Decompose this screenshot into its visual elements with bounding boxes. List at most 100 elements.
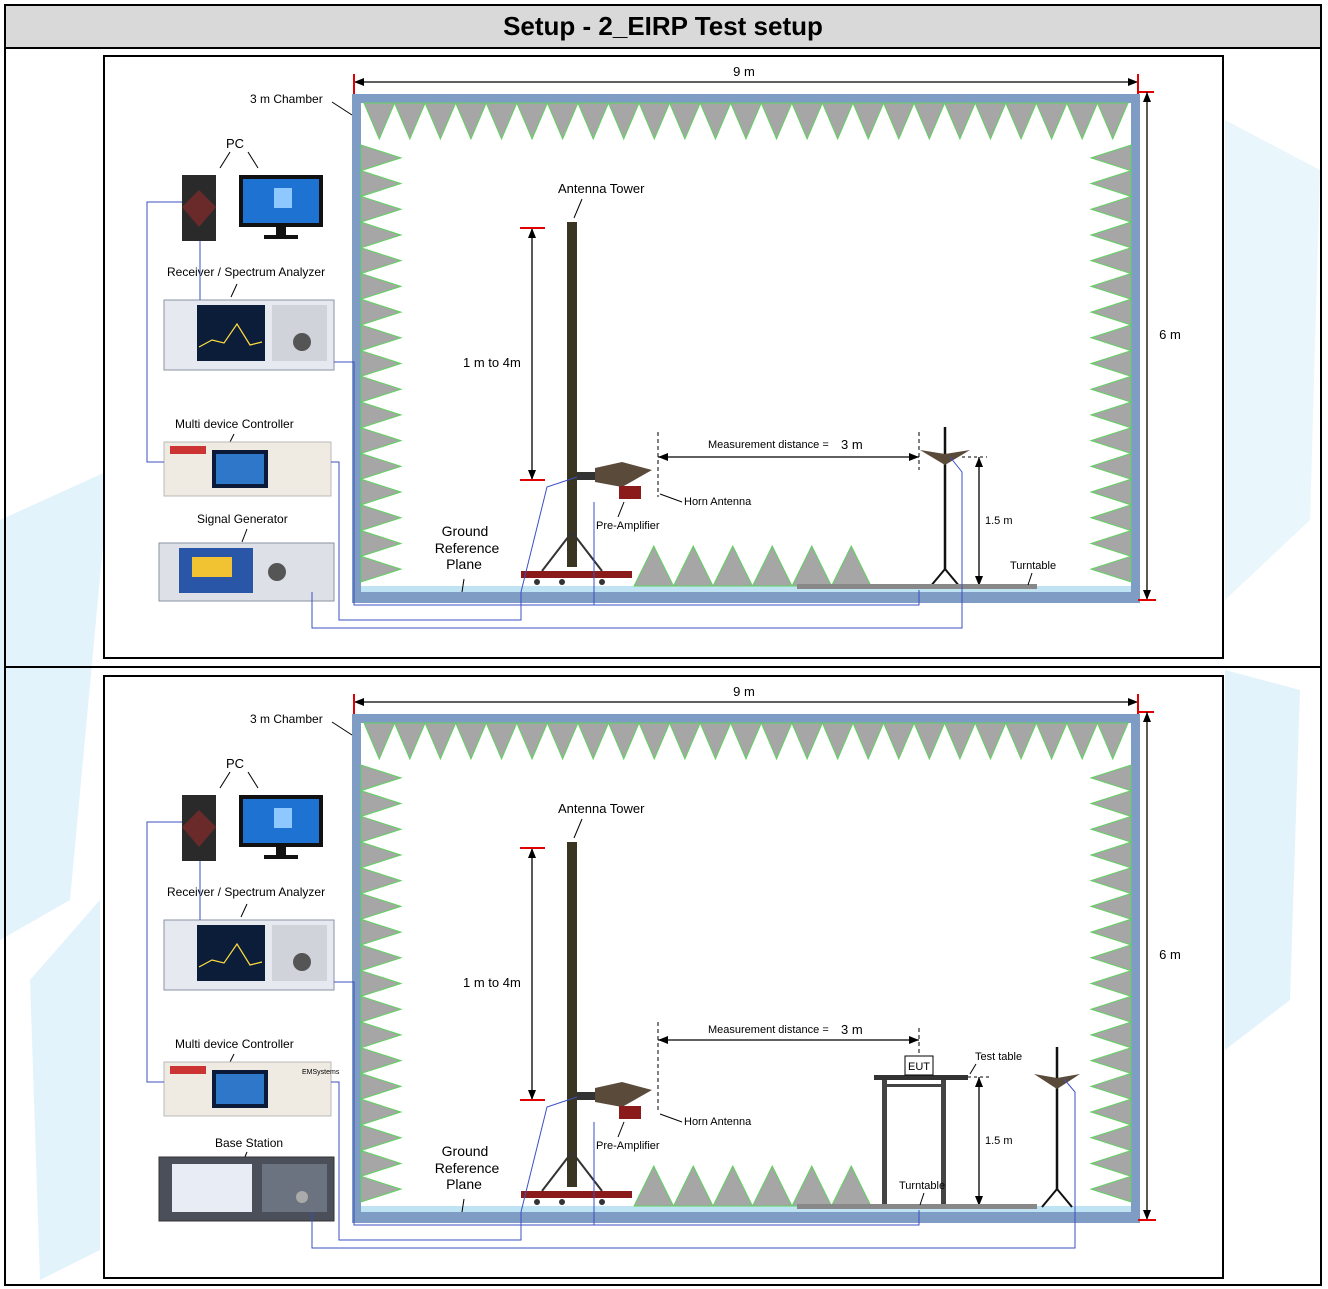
- absorber-cone: [454, 102, 487, 141]
- absorber-cone: [360, 427, 403, 455]
- absorber-cone: [1089, 221, 1132, 249]
- absorber-cone: [791, 102, 824, 141]
- absorber-cone: [360, 170, 403, 198]
- chamber-floor: [352, 592, 1140, 603]
- absorber-cone: [1089, 427, 1132, 455]
- chamber-label: 3 m Chamber: [250, 92, 323, 106]
- absorber-cone: [1089, 170, 1132, 198]
- absorber-cone: [852, 722, 885, 761]
- absorber-cone: [1089, 1021, 1132, 1049]
- absorber-cone: [638, 722, 671, 761]
- absorber-cone: [1035, 722, 1068, 761]
- absorber-cone: [699, 722, 732, 761]
- absorber-cone: [577, 102, 610, 141]
- floor-absorber-cone: [633, 1164, 675, 1207]
- ground-reference-plane: [361, 586, 1131, 592]
- absorber-cone: [791, 722, 824, 761]
- outer-frame: [4, 4, 1322, 1286]
- absorber-cone: [974, 722, 1007, 761]
- floor-absorber-cone: [830, 1164, 872, 1207]
- absorber-cone: [360, 478, 403, 506]
- absorber-cone: [360, 944, 403, 972]
- source-label: Base Station: [215, 1136, 283, 1150]
- absorber-cone: [546, 102, 579, 141]
- absorber-cone: [1089, 195, 1132, 223]
- width-dimension-label: 9 m: [733, 64, 755, 79]
- absorber-cone: [424, 102, 457, 141]
- spectrum-analyzer-icon: [163, 919, 335, 991]
- setup-diagram-signal-generator: 9 m 6 m 3 m Chamber PC Receiver / Spectr…: [103, 55, 1224, 659]
- absorber-cone: [360, 841, 403, 869]
- absorber-cone: [360, 764, 403, 792]
- pc-label: PC: [226, 136, 244, 151]
- ground-label-line2: Reference: [435, 540, 500, 556]
- absorber-cone: [1089, 1072, 1132, 1100]
- absorber-cone: [1089, 144, 1132, 172]
- absorber-cone: [1089, 298, 1132, 326]
- ground-label-line1: Ground: [442, 523, 489, 539]
- absorber-cone: [1089, 401, 1132, 429]
- absorber-cone: [913, 722, 946, 761]
- absorber-cone: [360, 298, 403, 326]
- absorber-cone: [821, 722, 854, 761]
- chamber-right-wall: [1131, 94, 1140, 603]
- absorber-cone: [360, 401, 403, 429]
- floor-absorber-cone: [633, 544, 675, 587]
- antenna-tower: [521, 842, 632, 1205]
- absorber-cone: [360, 1124, 403, 1152]
- absorber-cone: [360, 144, 403, 172]
- controller-label: Multi device Controller: [175, 1037, 294, 1051]
- absorber-cone: [424, 722, 457, 761]
- cables: [146, 821, 1076, 1249]
- absorber-cone: [1089, 247, 1132, 275]
- pre-amplifier: [619, 486, 641, 499]
- eut-box: [904, 1055, 934, 1076]
- absorber-cone: [913, 102, 946, 141]
- height-dimension-label: 6 m: [1159, 327, 1181, 342]
- absorber-cone: [852, 102, 885, 141]
- floor-absorber-cone: [791, 544, 833, 587]
- turntable-label: Turntable: [1010, 560, 1056, 572]
- absorber-cone: [360, 969, 403, 998]
- floor-absorber-cone: [712, 544, 754, 587]
- base-station-icon: [158, 1156, 335, 1222]
- receiver-label: Receiver / Spectrum Analyzer: [167, 265, 325, 279]
- absorber-cone: [360, 1175, 403, 1203]
- absorber-cone: [760, 102, 793, 141]
- chamber-label: 3 m Chamber: [250, 712, 323, 726]
- measurement-distance-value: 3 m: [841, 437, 863, 452]
- absorber-cone: [485, 102, 518, 141]
- absorber-cone: [1089, 1047, 1132, 1075]
- receive-antenna-stand: [1034, 1047, 1080, 1208]
- absorber-cone: [360, 1149, 403, 1177]
- absorber-cone: [668, 722, 701, 761]
- absorber-cone: [1089, 892, 1132, 920]
- absorber-cone: [360, 504, 403, 532]
- antenna-tower-label: Antenna Tower: [558, 181, 645, 196]
- absorber-cone: [360, 995, 403, 1023]
- absorber-cone: [729, 102, 763, 141]
- horn-antenna: [577, 462, 652, 487]
- turntable: [797, 1204, 1037, 1209]
- absorber-cone: [360, 247, 403, 275]
- absorber-cone: [454, 722, 487, 761]
- test-table: [874, 1075, 968, 1208]
- monitor-icon: [239, 795, 323, 859]
- absorber-cone: [1066, 102, 1099, 141]
- absorber-cone: [360, 221, 403, 249]
- absorber-cone: [1089, 1175, 1132, 1203]
- absorber-cone: [1089, 529, 1132, 557]
- pre-amplifier: [619, 1106, 641, 1119]
- absorber-cone: [668, 102, 701, 141]
- pc-tower-icon: [182, 175, 216, 241]
- absorber-cone: [363, 102, 396, 141]
- floor-absorber-cone: [712, 1164, 754, 1207]
- height-1-5m-label: 1.5 m: [985, 1135, 1013, 1147]
- absorber-cone: [546, 722, 579, 761]
- absorber-cone: [360, 529, 403, 557]
- absorber-cone: [360, 375, 403, 403]
- absorber-cone: [1005, 722, 1038, 761]
- pre-amplifier-label: Pre-Amplifier: [596, 520, 660, 532]
- controller-label: Multi device Controller: [175, 417, 294, 431]
- chamber-left-wall: [352, 714, 361, 1223]
